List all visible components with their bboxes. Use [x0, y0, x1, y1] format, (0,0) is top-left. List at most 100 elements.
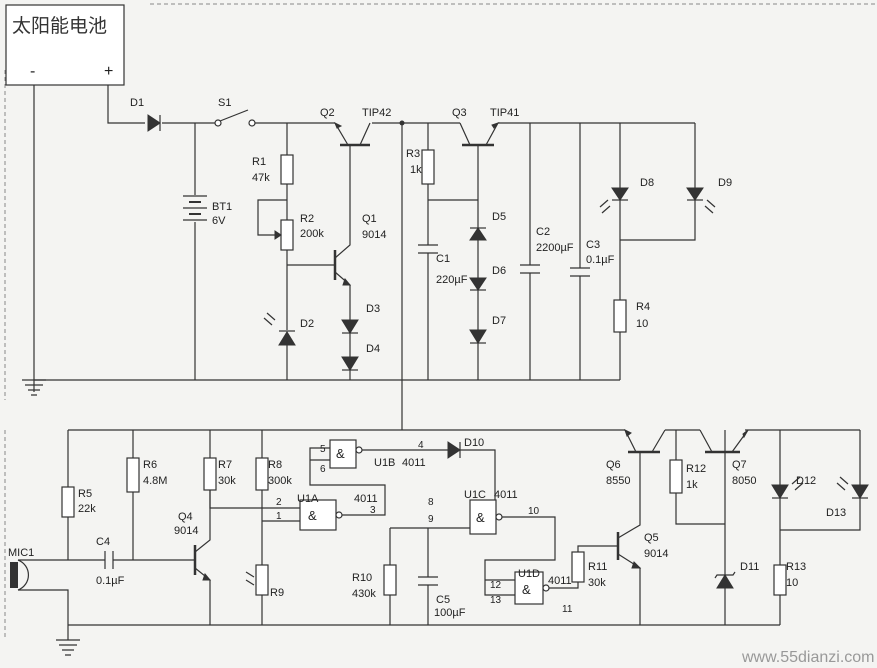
- r11-resistor: [571, 551, 585, 583]
- q2-value: TIP42: [362, 107, 391, 119]
- q5-transistor: [616, 480, 642, 625]
- d7-diode: [469, 329, 487, 344]
- q2-transistor: [334, 121, 371, 155]
- c1-value: 220µF: [436, 274, 468, 286]
- u1a-pin-1: 1: [276, 511, 282, 522]
- q6-value: 8550: [606, 475, 630, 487]
- d6-label: D6: [492, 265, 506, 277]
- u1d-label: U1D: [518, 568, 540, 580]
- r10-label: R10: [352, 572, 372, 584]
- r8-r9-wire: [261, 430, 300, 625]
- r7-resistor: [203, 457, 217, 491]
- q4-transistor: [193, 490, 212, 625]
- q1-label: Q1: [362, 213, 377, 225]
- u1c-pin-9: 9: [428, 514, 434, 525]
- u1c-pin-10: 10: [528, 506, 540, 517]
- r5-label: R5: [78, 488, 92, 500]
- bt1-label: BT1: [212, 201, 232, 213]
- u1b-nand-gate: &: [329, 439, 363, 469]
- c2-capacitor: [520, 264, 540, 274]
- d8-d9-r4-wire: [619, 123, 696, 380]
- q7-transistor: [699, 429, 749, 575]
- q2-label: Q2: [320, 107, 335, 119]
- r9-light-arrows: [245, 571, 255, 586]
- r5-value: 22k: [78, 503, 96, 515]
- d12-label: D12: [796, 475, 816, 487]
- r9-label: R9: [270, 587, 284, 599]
- solar-plus: +: [104, 63, 113, 80]
- d4-label: D4: [366, 343, 380, 355]
- bt1-battery: [183, 195, 207, 221]
- c1-capacitor: [418, 244, 438, 254]
- u1a-nand-gate: &: [299, 499, 343, 531]
- watermark: www.55dianzi.com: [741, 649, 875, 666]
- d3-label: D3: [366, 303, 380, 315]
- s1-lever: [219, 109, 249, 122]
- r3-resistor: [421, 149, 435, 185]
- r13-resistor: [773, 564, 787, 596]
- c4-label: C4: [96, 536, 110, 548]
- u1a-pin-2: 2: [276, 497, 282, 508]
- r1-r2-d2-wire: [257, 123, 335, 380]
- u1b-pin-5: 5: [320, 444, 326, 455]
- r13-value: 10: [786, 577, 798, 589]
- svg-text:&: &: [522, 582, 531, 597]
- c3-capacitor: [570, 267, 590, 277]
- d4-diode: [341, 356, 359, 371]
- c2-label: C2: [536, 226, 550, 238]
- q5-value: 9014: [644, 548, 668, 560]
- r8-value: 300k: [268, 475, 292, 487]
- c5-label: C5: [436, 594, 450, 606]
- u1b-label: U1B: [374, 457, 395, 469]
- c4-value: 0.1µF: [96, 575, 125, 587]
- r5-resistor: [61, 486, 75, 518]
- r8-label: R8: [268, 459, 282, 471]
- u1c-value: 4011: [494, 489, 518, 501]
- r12-label: R12: [686, 463, 706, 475]
- top-rail: [33, 85, 695, 380]
- r8-resistor: [255, 457, 269, 491]
- svg-text:&: &: [476, 510, 485, 525]
- u1b-pin-4: 4: [418, 440, 424, 451]
- solar-panel-title: 太阳能电池: [12, 15, 107, 37]
- ground-symbol-bottom: [56, 639, 80, 656]
- c5-value: 100µF: [434, 607, 466, 619]
- mic-wire: [40, 559, 100, 625]
- r6-value: 4.8M: [143, 475, 167, 487]
- q3-transistor: [459, 121, 500, 228]
- r10-c5-wire: [389, 527, 470, 625]
- r11-wire: [577, 545, 618, 552]
- q6-q7-bus: [665, 429, 861, 485]
- r7-wire: [209, 430, 300, 509]
- d3-diode: [341, 319, 359, 334]
- u1d-pin-11: 11: [562, 604, 573, 615]
- ground-symbol-top: [22, 379, 46, 396]
- r3-label: R3: [406, 148, 420, 160]
- r12-resistor: [669, 459, 683, 494]
- r11-label: R11: [588, 561, 607, 573]
- d11-zener: [714, 571, 736, 589]
- mic1-label: MIC1: [8, 547, 34, 559]
- q6-transistor: [624, 429, 666, 480]
- r6-label: R6: [143, 459, 157, 471]
- r6-resistor: [126, 457, 140, 493]
- u1d-value: 4011: [548, 575, 572, 587]
- r2-potentiometer: [280, 219, 294, 251]
- q6-label: Q6: [606, 459, 621, 471]
- u1c-out-u1d-wire: [484, 516, 556, 596]
- mic1-microphone: [10, 559, 40, 591]
- r2-value: 200k: [300, 228, 324, 240]
- r10-resistor: [383, 564, 397, 596]
- q1-value: 9014: [362, 229, 386, 241]
- q3-label: Q3: [452, 107, 467, 119]
- u1c-nand-gate: &: [469, 499, 503, 535]
- q1-transistor: [333, 155, 352, 320]
- r9-photoresistor: [255, 564, 269, 596]
- d5-label: D5: [492, 211, 506, 223]
- r1-value: 47k: [252, 172, 270, 184]
- r13-label: R13: [786, 561, 806, 573]
- s1-label: S1: [218, 97, 231, 109]
- r12-value: 1k: [686, 479, 698, 491]
- r3-c1-wire: [427, 123, 478, 380]
